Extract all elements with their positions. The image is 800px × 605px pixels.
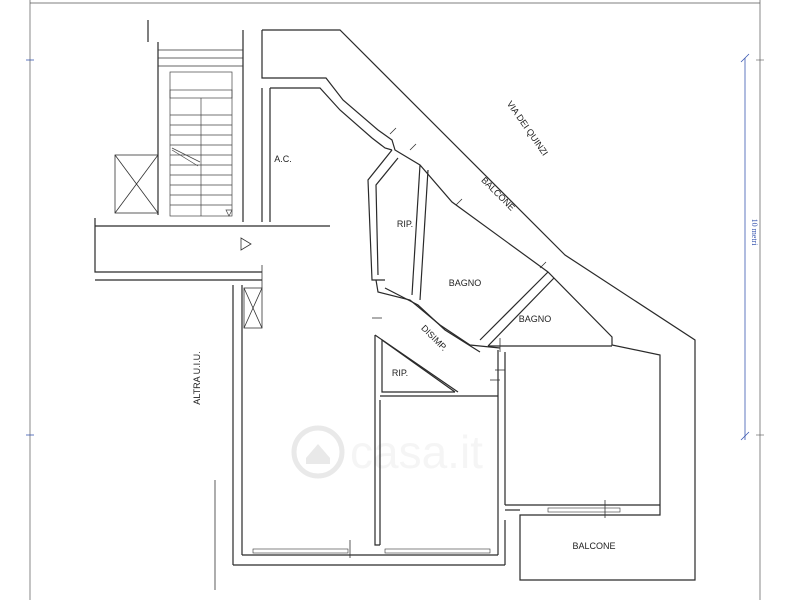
scale-label: 10 metri [750, 219, 759, 247]
scale-bar: 10 metri [740, 53, 759, 441]
rip-top-label: RIP. [397, 219, 413, 229]
watermark: casa.it [291, 425, 483, 479]
altra-uiu-label: ALTRA U.I.U. [192, 351, 202, 404]
openings [252, 127, 621, 558]
watermark-text: casa.it [350, 426, 483, 478]
bagno-2-label: BAGNO [519, 314, 552, 324]
apartment-outline [214, 29, 696, 590]
street-label: VIA DEI QUINZI [505, 99, 550, 158]
shaft-box-upper [114, 154, 159, 214]
bagno-1-label: BAGNO [449, 278, 482, 288]
rip-bottom-label: RIP. [392, 368, 408, 378]
ac-label: A.C. [274, 154, 292, 164]
stairwell [147, 20, 244, 222]
shaft-box-lower [243, 287, 263, 329]
sheet-border [26, 0, 764, 600]
balcone-bottom-label: BALCONE [572, 541, 615, 551]
landing-corridor [94, 218, 330, 288]
interior-walls [367, 149, 660, 546]
balcone-top-label: BALCONE [479, 175, 516, 212]
